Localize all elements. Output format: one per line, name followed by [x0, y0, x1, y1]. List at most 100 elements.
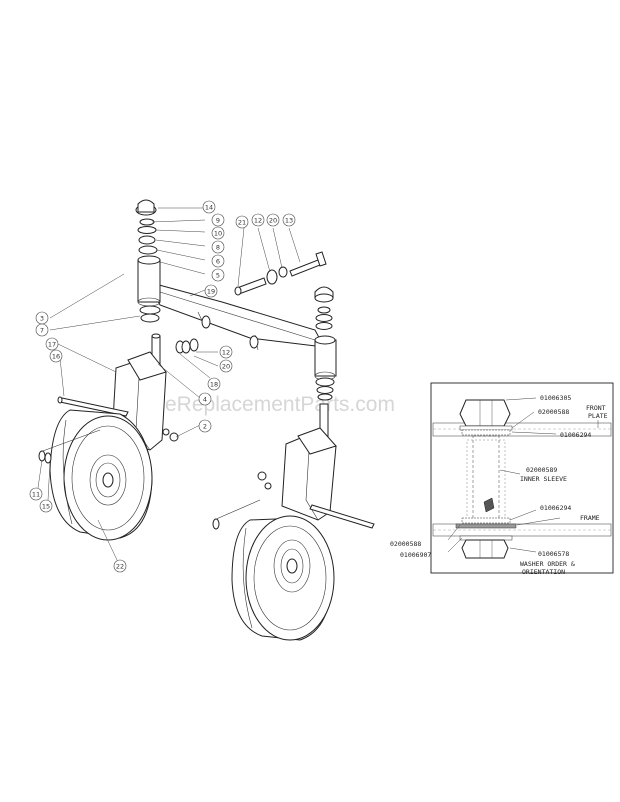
- detail-label-inner-sleeve-name: INNER SLEEVE: [520, 475, 567, 483]
- detail-lower-bearing: [461, 517, 511, 524]
- callout-circle: [235, 215, 249, 229]
- left-washer-stack: [135, 199, 161, 323]
- left-pivot-tube: [137, 255, 161, 307]
- callout-17: 17: [45, 337, 59, 351]
- callout-12a: 12: [251, 213, 265, 227]
- callout-circle: [219, 359, 233, 373]
- callout-leaders: [37, 207, 301, 563]
- callout-16: 16: [49, 349, 63, 363]
- callout-circle: [113, 559, 127, 573]
- detail-label-top-bolt: 01006305: [540, 394, 571, 402]
- detail-label-frame: FRAME: [580, 514, 600, 522]
- detail-label-left-washer: 02000588: [390, 540, 421, 548]
- callout-number: 20: [222, 362, 230, 370]
- callout-20b: 20: [219, 359, 233, 373]
- callout-circle: [211, 254, 225, 268]
- callout-circle: [49, 349, 63, 363]
- callout-number: 17: [48, 340, 56, 348]
- beam-washers: [175, 338, 199, 354]
- callout-circle: [198, 419, 212, 433]
- right-pivot-tube: [314, 335, 337, 381]
- detail-top-washer: [459, 425, 513, 431]
- detail-label-left-nut: 01006907: [400, 551, 431, 559]
- detail-bottom-washer: [459, 535, 513, 541]
- callout-circle: [45, 337, 59, 351]
- detail-label-inner-sleeve-part: 02000589: [526, 466, 557, 474]
- callout-13: 13: [282, 213, 296, 227]
- detail-label-lower-bearing: 01006294: [540, 504, 571, 512]
- callout-number: 9: [216, 216, 220, 224]
- callout-number: 13: [285, 216, 293, 224]
- callout-number: 18: [210, 380, 218, 388]
- callout-number: 21: [238, 218, 246, 226]
- detail-label-top-washer: 02000588: [538, 408, 569, 416]
- callout-number: 4: [203, 395, 207, 403]
- callout-20a: 20: [266, 213, 280, 227]
- callout-circle: [29, 487, 43, 501]
- detail-upper-bearing: [461, 429, 511, 436]
- left-caster-assembly: [38, 333, 179, 541]
- detail-washer-dark: [455, 523, 517, 529]
- callout-circle: [282, 213, 296, 227]
- callout-circle: [204, 284, 218, 298]
- callout-15: 15: [39, 499, 53, 513]
- callout-14: 14: [202, 200, 216, 214]
- washer-order-detail: 01006305 02000588 FRONT PLATE 01006294 0…: [390, 382, 614, 576]
- callout-4: 4: [198, 392, 212, 406]
- callout-circle: [266, 213, 280, 227]
- detail-bolt-head: [459, 399, 511, 427]
- callout-number: 19: [207, 287, 215, 295]
- right-caster-assembly: [212, 403, 375, 641]
- callout-21: 21: [235, 215, 249, 229]
- detail-label-front-plate-2: PLATE: [588, 412, 608, 420]
- callout-19a: 19: [204, 284, 218, 298]
- callout-6: 6: [211, 254, 225, 268]
- callout-number: 5: [216, 271, 220, 279]
- callout-22: 22: [113, 559, 127, 573]
- callout-number: 10: [214, 229, 222, 237]
- callout-9a: 9: [211, 213, 225, 227]
- pivot-bolt-exploded: [234, 251, 327, 296]
- right-caster-wheel: [231, 515, 335, 641]
- callout-circle: [219, 345, 233, 359]
- callout-number: 12: [254, 216, 262, 224]
- right-washer-stack: [314, 286, 335, 401]
- right-caster-fork: [281, 427, 337, 521]
- callout-circle: [198, 392, 212, 406]
- detail-frame: [430, 382, 614, 574]
- right-axle-bolt: [309, 504, 375, 529]
- callout-5: 5: [211, 268, 225, 282]
- callout-number: 20: [269, 216, 277, 224]
- callout-10: 10: [211, 226, 225, 240]
- callout-7: 7: [35, 323, 49, 337]
- callout-12b: 12: [219, 345, 233, 359]
- callout-number: 6: [216, 257, 220, 265]
- callout-circle: [211, 213, 225, 227]
- front-axle-assembly: [135, 199, 337, 401]
- callout-number: 16: [52, 352, 60, 360]
- callout-18: 18: [207, 377, 221, 391]
- callout-number: 7: [40, 326, 44, 334]
- callout-number: 14: [205, 203, 213, 211]
- detail-label-upper-bearing: 01006294: [560, 431, 591, 439]
- callout-circle: [35, 323, 49, 337]
- callout-number: 2: [203, 422, 207, 430]
- callout-number: 8: [216, 243, 220, 251]
- detail-grease-fitting: [483, 497, 495, 513]
- callout-number: 22: [116, 562, 124, 570]
- callout-number: 12: [222, 348, 230, 356]
- callout-circle: [39, 499, 53, 513]
- callout-number: 11: [32, 490, 40, 498]
- callout-circle: [202, 200, 216, 214]
- detail-label-front-plate-1: FRONT: [586, 404, 606, 412]
- callout-circle: [251, 213, 265, 227]
- callout-circle: [211, 240, 225, 254]
- callout-11: 11: [29, 487, 43, 501]
- left-caster-wheel: [49, 409, 153, 541]
- callout-3: 3: [35, 311, 49, 325]
- watermark-text: eReplacementParts.com: [165, 393, 395, 416]
- callout-circle: [207, 377, 221, 391]
- callout-8: 8: [211, 240, 225, 254]
